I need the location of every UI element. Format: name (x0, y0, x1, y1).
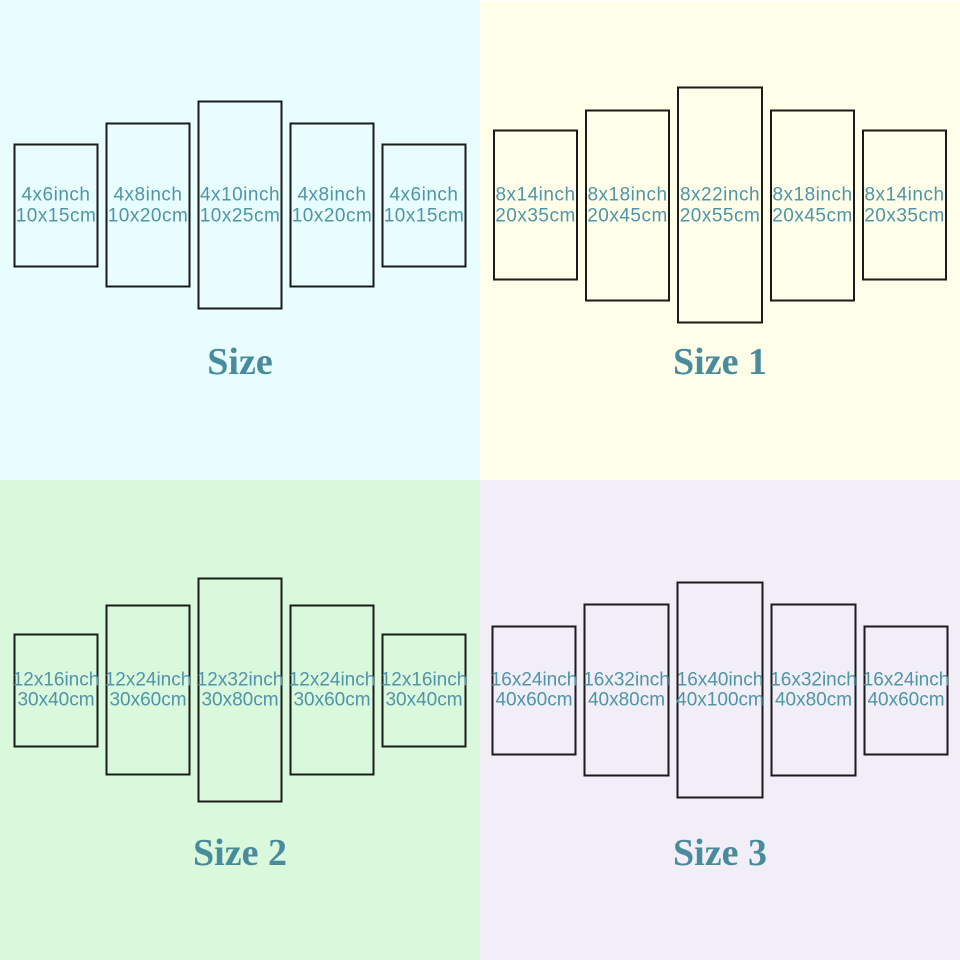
canvas-panel: 4x6inch 10x15cm (13, 143, 99, 267)
panel-cm-label: 40x80cm (587, 689, 666, 710)
panel-row: 8x14inch 20x35cm 8x18inch 20x45cm 8x22in… (493, 86, 947, 324)
panel-cm-label: 20x55cm (679, 205, 761, 226)
panel-cm-label: 10x20cm (291, 205, 373, 226)
panel-inch-label: 12x24inch (288, 669, 376, 690)
panel-inch-label: 8x14inch (864, 184, 945, 205)
canvas-panel: 12x16inch 30x40cm (13, 633, 100, 747)
panel-row: 4x6inch 10x15cm 4x8inch 10x20cm 4x10inch… (13, 100, 467, 310)
panel-label: 16x24inch 40x60cm (491, 670, 578, 710)
panel-label: 8x14inch 20x35cm (864, 184, 945, 226)
panel-inch-label: 4x8inch (297, 184, 367, 205)
panel-cm-label: 40x100cm (676, 689, 764, 710)
panel-label: 8x22inch 20x55cm (680, 184, 761, 226)
canvas-panel: 12x32inch 30x80cm (197, 577, 284, 803)
size-title: Size 3 (673, 832, 767, 874)
panel-label: 4x8inch 10x20cm (292, 184, 373, 226)
size-title: Size 2 (193, 832, 287, 874)
panel-cm-label: 20x45cm (587, 205, 668, 226)
canvas-panel: 8x22inch 20x55cm (677, 86, 763, 324)
panel-label: 12x32inch 30x80cm (197, 670, 284, 710)
canvas-panel: 8x18inch 20x45cm (770, 109, 855, 301)
canvas-panel: 12x24inch 30x60cm (105, 604, 192, 776)
canvas-panel: 8x14inch 20x35cm (862, 129, 947, 281)
panel-inch-label: 12x16inch (380, 669, 468, 690)
quadrant-size: 4x6inch 10x15cm 4x8inch 10x20cm 4x10inch… (0, 0, 480, 480)
panel-inch-label: 4x6inch (21, 184, 91, 205)
panel-cm-label: 40x60cm (495, 689, 573, 710)
panel-inch-label: 4x6inch (389, 184, 459, 205)
panel-label: 16x32inch 40x80cm (770, 670, 857, 710)
panel-cm-label: 20x35cm (864, 205, 945, 226)
panel-inch-label: 16x32inch (583, 669, 670, 690)
panel-cm-label: 40x80cm (774, 689, 853, 710)
panel-label: 12x24inch 30x60cm (105, 670, 192, 710)
panel-label: 8x18inch 20x45cm (772, 184, 853, 226)
canvas-panel: 4x10inch 10x25cm (197, 100, 283, 310)
size-title: Size 1 (673, 341, 767, 383)
panel-label: 16x32inch 40x80cm (583, 670, 670, 710)
panel-inch-label: 4x10inch (199, 184, 281, 205)
panel-label: 8x18inch 20x45cm (587, 184, 668, 226)
panel-label: 8x14inch 20x35cm (495, 184, 576, 226)
panel-cm-label: 30x40cm (385, 689, 463, 710)
panel-inch-label: 16x40inch (676, 669, 764, 690)
canvas-panel: 16x32inch 40x80cm (770, 603, 857, 777)
panel-inch-label: 8x22inch (679, 184, 761, 205)
panel-cm-label: 30x60cm (293, 689, 371, 710)
canvas-panel: 4x8inch 10x20cm (289, 122, 375, 288)
panel-row: 16x24inch 40x60cm 16x32inch 40x80cm 16x4… (491, 581, 950, 799)
panel-cm-label: 20x35cm (495, 205, 576, 226)
panel-inch-label: 8x14inch (495, 184, 576, 205)
panel-label: 12x16inch 30x40cm (13, 670, 100, 710)
canvas-panel: 12x24inch 30x60cm (289, 604, 376, 776)
panel-label: 12x16inch 30x40cm (381, 670, 468, 710)
panel-inch-label: 16x24inch (862, 669, 950, 690)
canvas-panel: 8x18inch 20x45cm (585, 109, 670, 301)
canvas-panel: 4x8inch 10x20cm (105, 122, 191, 288)
panel-cm-label: 10x20cm (107, 205, 189, 226)
panel-cm-label: 20x45cm (772, 205, 853, 226)
panel-inch-label: 12x32inch (196, 669, 284, 690)
panel-cm-label: 30x60cm (109, 689, 187, 710)
quadrant-size-3: 16x24inch 40x60cm 16x32inch 40x80cm 16x4… (480, 480, 960, 960)
quadrant-size-1: 8x14inch 20x35cm 8x18inch 20x45cm 8x22in… (480, 0, 960, 480)
canvas-panel: 16x32inch 40x80cm (583, 603, 670, 777)
panel-label: 12x24inch 30x60cm (289, 670, 376, 710)
panel-label: 4x6inch 10x15cm (16, 184, 97, 226)
panel-inch-label: 8x18inch (587, 184, 668, 205)
canvas-panel: 16x40inch 40x100cm (676, 581, 764, 799)
panel-row: 12x16inch 30x40cm 12x24inch 30x60cm 12x3… (13, 577, 468, 803)
panel-cm-label: 30x40cm (17, 689, 95, 710)
panel-inch-label: 12x16inch (12, 669, 100, 690)
quadrant-size-2: 12x16inch 30x40cm 12x24inch 30x60cm 12x3… (0, 480, 480, 960)
panel-label: 4x8inch 10x20cm (108, 184, 189, 226)
panel-cm-label: 10x15cm (15, 205, 97, 226)
panel-cm-label: 30x80cm (201, 689, 279, 710)
size-title: Size (207, 341, 273, 383)
canvas-panel: 12x16inch 30x40cm (381, 633, 468, 747)
canvas-panel: 8x14inch 20x35cm (493, 129, 578, 281)
panel-cm-label: 10x25cm (199, 205, 281, 226)
panel-inch-label: 16x32inch (770, 669, 857, 690)
panel-inch-label: 12x24inch (104, 669, 192, 690)
canvas-panel: 4x6inch 10x15cm (381, 143, 467, 267)
panel-label: 4x6inch 10x15cm (384, 184, 465, 226)
panel-inch-label: 4x8inch (113, 184, 183, 205)
panel-cm-label: 10x15cm (383, 205, 465, 226)
panel-inch-label: 8x18inch (772, 184, 853, 205)
panel-label: 4x10inch 10x25cm (200, 184, 281, 226)
panel-cm-label: 40x60cm (867, 689, 945, 710)
panel-label: 16x24inch 40x60cm (863, 670, 950, 710)
panel-inch-label: 16x24inch (490, 669, 578, 690)
panel-label: 16x40inch 40x100cm (676, 670, 764, 710)
canvas-panel: 16x24inch 40x60cm (491, 625, 578, 755)
canvas-panel: 16x24inch 40x60cm (863, 625, 950, 755)
